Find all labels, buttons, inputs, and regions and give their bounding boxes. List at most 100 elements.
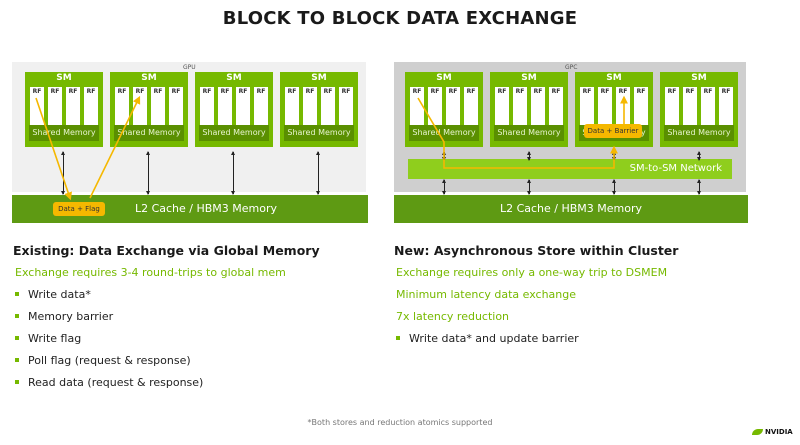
bullet-square-icon [15,314,19,318]
network-l2-arrow [442,179,446,195]
data-barrier-tag: Data + Barrier [584,124,642,138]
sm-l2-arrow [61,151,65,195]
register-file: RF [701,87,715,131]
register-file: RF [254,87,268,131]
bullet-text: Write data* [28,288,91,301]
bullet-square-icon [15,358,19,362]
right-green-line: Minimum latency data exchange [396,288,577,301]
bullet-text: Read data (request & response) [28,376,204,389]
register-file: RF [218,87,232,131]
rf-label: RF [412,88,422,95]
left-heading: Existing: Data Exchange via Global Memor… [13,243,320,258]
sm-to-sm-network: SM-to-SM Network [408,159,732,179]
right-green-line: 7x latency reduction [396,310,510,323]
sm-title: SM [691,73,707,83]
sm-title: SM [311,73,327,83]
sm-title: SM [226,73,242,83]
bullet-item: Memory barrier [15,310,113,323]
bullet-square-icon [15,292,19,296]
shared-memory: Shared Memory [664,125,734,141]
rf-label: RF [68,88,78,95]
rf-label: RF [466,88,476,95]
rf-label: RF [287,88,297,95]
rf-label: RF [256,88,266,95]
bullet-square-icon [15,380,19,384]
shared-memory: Shared Memory [409,125,479,141]
bullet-square-icon [396,336,400,340]
sm-network-arrow [442,151,446,161]
rf-label: RF [600,88,610,95]
register-file: RF [321,87,335,131]
footnote: *Both stores and reduction atomics suppo… [307,418,493,427]
data-flag-tag: Data + Flag [53,202,105,216]
sm-block: SM RF RF RF RF Shared Memory [490,72,568,147]
rf-label: RF [32,88,42,95]
network-l2-arrow [612,179,616,195]
rf-label: RF [497,88,507,95]
rf-label: RF [305,88,315,95]
rf-label: RF [153,88,163,95]
register-file: RF [285,87,299,131]
network-l2-arrow [697,179,701,195]
gpu-label: GPU [183,64,196,71]
sm-l2-arrow [316,151,320,195]
rf-label: RF [685,88,695,95]
shared-memory: Shared Memory [494,125,564,141]
bullet-text: Write flag [28,332,82,345]
rf-label: RF [86,88,96,95]
right-heading: New: Asynchronous Store within Cluster [394,243,679,258]
rf-label: RF [721,88,731,95]
nvidia-eye-icon [752,429,763,435]
rf-label: RF [533,88,543,95]
register-file: RF [665,87,679,131]
bullet-item: Write data* [15,288,91,301]
sm-title: SM [606,73,622,83]
register-file: RF [719,87,733,131]
rf-label: RF [202,88,212,95]
sm-title: SM [436,73,452,83]
register-file: RF [634,87,648,131]
rf-label: RF [618,88,628,95]
shared-memory: Shared Memory [199,125,269,141]
logo-text: NVIDIA [765,428,793,436]
network-label: SM-to-SM Network [629,163,722,174]
sm-l2-arrow [146,151,150,195]
rf-label: RF [220,88,230,95]
shared-memory: Shared Memory [114,125,184,141]
rf-label: RF [50,88,60,95]
rf-label: RF [551,88,561,95]
rf-label: RF [430,88,440,95]
bullet-text: Poll flag (request & response) [28,354,191,367]
rf-label: RF [323,88,333,95]
sm-block: SM RF RF RF RF Shared Memory [660,72,738,147]
sm-title: SM [141,73,157,83]
rf-label: RF [703,88,713,95]
rf-label: RF [582,88,592,95]
sm-network-arrow [612,151,616,161]
register-file: RF [151,87,165,131]
right-green-line: Exchange requires only a one-way trip to… [396,266,668,279]
register-file: RF [683,87,697,131]
rf-label: RF [135,88,145,95]
rf-label: RF [636,88,646,95]
l2-label: L2 Cache / HBM3 Memory [134,202,278,215]
bullet-text: Write data* and update barrier [409,332,579,345]
rf-label: RF [515,88,525,95]
rf-label: RF [341,88,351,95]
nvidia-logo: NVIDIA [752,428,793,436]
register-file: RF [339,87,353,131]
register-file: RF [200,87,214,131]
bullet-item: Write flag [15,332,81,345]
rf-label: RF [238,88,248,95]
bullet-item: Write data* and update barrier [396,332,579,345]
sm-network-arrow [527,151,531,161]
rf-label: RF [667,88,677,95]
register-file: RF [169,87,183,131]
sm-network-arrow [697,151,701,161]
slide-title: BLOCK TO BLOCK DATA EXCHANGE [222,8,578,29]
rf-label: RF [448,88,458,95]
sm-title: SM [521,73,537,83]
bullet-text: Memory barrier [28,310,114,323]
